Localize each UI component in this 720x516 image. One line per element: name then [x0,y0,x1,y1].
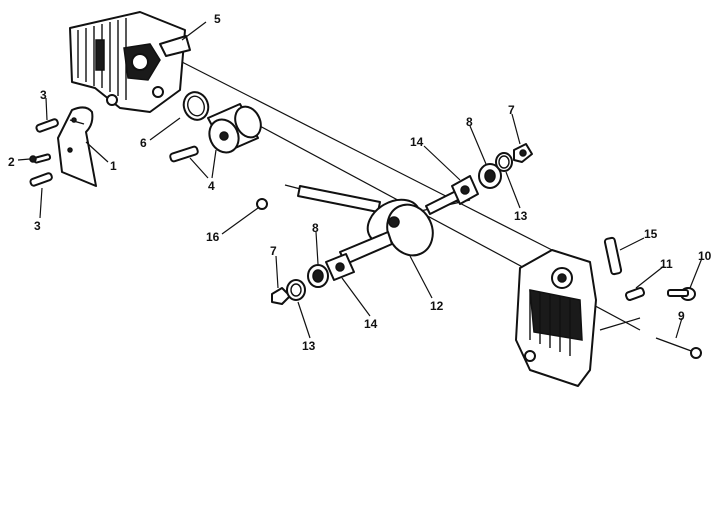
callout-13: 13 [514,209,528,223]
part-7-nut-right [513,143,533,163]
part-14-seal-left [325,253,355,281]
cylinder-head [69,11,191,113]
callout-5: 5 [214,12,221,26]
part-8-bearing-right [478,163,502,189]
crankcase [515,249,597,387]
part-13-clip-right [495,152,513,172]
part-14-seal-right [451,175,479,205]
part-16-bearing [256,198,268,210]
part-10-screw [667,287,696,301]
callout-11: 11 [660,257,673,271]
callout-14: 14 [364,317,378,331]
callout-14: 14 [410,135,424,149]
callout-12: 12 [430,299,444,313]
callout-3: 3 [34,219,41,233]
callout-9: 9 [678,309,685,323]
part-7-nut-left [271,287,291,305]
callout-4: 4 [208,179,215,193]
callout-15: 15 [644,227,658,241]
part-3-pin-lower [29,172,53,187]
callout-6: 6 [140,136,147,150]
leader-lines [17,21,703,339]
callout-3: 3 [40,88,47,102]
callout-8: 8 [312,221,319,235]
part-11-pin [625,287,645,301]
part-1-shield [57,106,97,187]
part-15-dowel [603,236,623,276]
part-4-piston [207,103,262,154]
part-3-pin-upper [35,118,59,133]
callout-16: 16 [206,230,220,244]
part-8-bearing-left [307,264,329,288]
callout-1: 1 [110,159,117,173]
part-12-crankshaft [297,185,463,265]
part-9-bolt [655,337,702,359]
callout-7: 7 [270,244,277,258]
callout-2: 2 [8,155,15,169]
callout-8: 8 [466,115,473,129]
part-4-wrist-pin [169,145,199,163]
part-13-clip-left [286,279,306,301]
callout-13: 13 [302,339,316,353]
part-6-piston-ring [182,91,210,121]
callout-labels: 5 3 2 1 3 6 4 16 14 8 7 13 7 8 12 14 13 … [8,12,712,353]
part-2-screw [29,153,52,164]
callout-10: 10 [698,249,712,263]
callout-7: 7 [508,103,515,117]
